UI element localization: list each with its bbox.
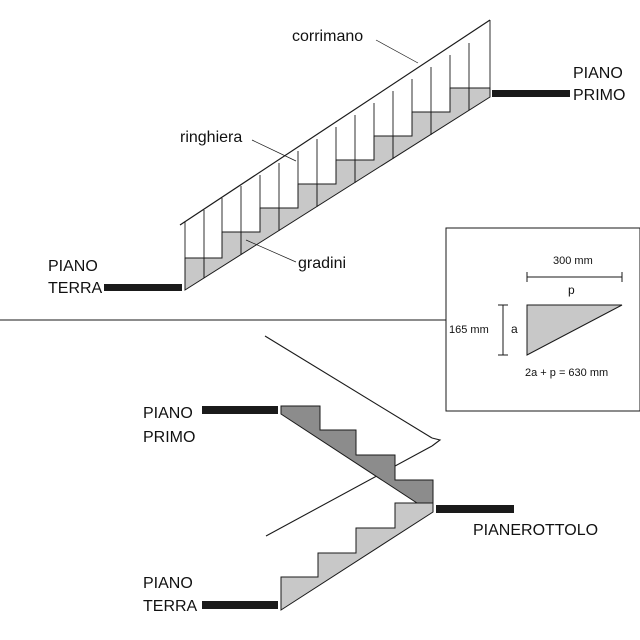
top-ground-floor-bar xyxy=(104,284,182,291)
bottom-handrail xyxy=(264,335,442,537)
lower-flight-steps xyxy=(280,502,434,611)
bottom-ground-floor-label-line1: PIANO xyxy=(143,575,193,592)
handrail-label: corrimano xyxy=(292,28,363,45)
tread-value: 300 mm xyxy=(553,255,593,267)
top-ground-floor-label-line2: TERRA xyxy=(48,280,103,297)
inset-dimension-lines xyxy=(498,272,623,356)
railing-label: ringhiera xyxy=(180,129,242,146)
bottom-first-floor-bar xyxy=(202,406,278,414)
top-railing xyxy=(184,20,491,258)
upper-flight-steps xyxy=(280,405,434,504)
top-first-floor-label-line1: PIANO xyxy=(573,65,623,82)
steps-label: gradini xyxy=(298,255,346,272)
landing-bar xyxy=(436,505,514,513)
landing-label: PIANEROTTOLO xyxy=(473,522,598,539)
step-triangle xyxy=(526,304,623,356)
bottom-first-floor-label-line1: PIANO xyxy=(143,405,193,422)
top-first-floor-label-line2: PRIMO xyxy=(573,87,625,104)
inset-box xyxy=(445,227,640,412)
bottom-ground-floor-label-line2: TERRA xyxy=(143,598,198,615)
bottom-first-floor-label-line2: PRIMO xyxy=(143,429,195,446)
bottom-ground-floor-bar xyxy=(202,601,278,609)
top-first-floor-bar xyxy=(492,90,570,97)
riser-value: 165 mm xyxy=(449,324,489,336)
riser-symbol: a xyxy=(511,322,518,336)
step-formula: 2a + p = 630 mm xyxy=(525,367,608,379)
tread-symbol: p xyxy=(568,283,575,297)
top-handrail xyxy=(179,19,491,226)
top-leader-lines xyxy=(245,39,419,263)
top-ground-floor-label-line1: PIANO xyxy=(48,258,98,275)
